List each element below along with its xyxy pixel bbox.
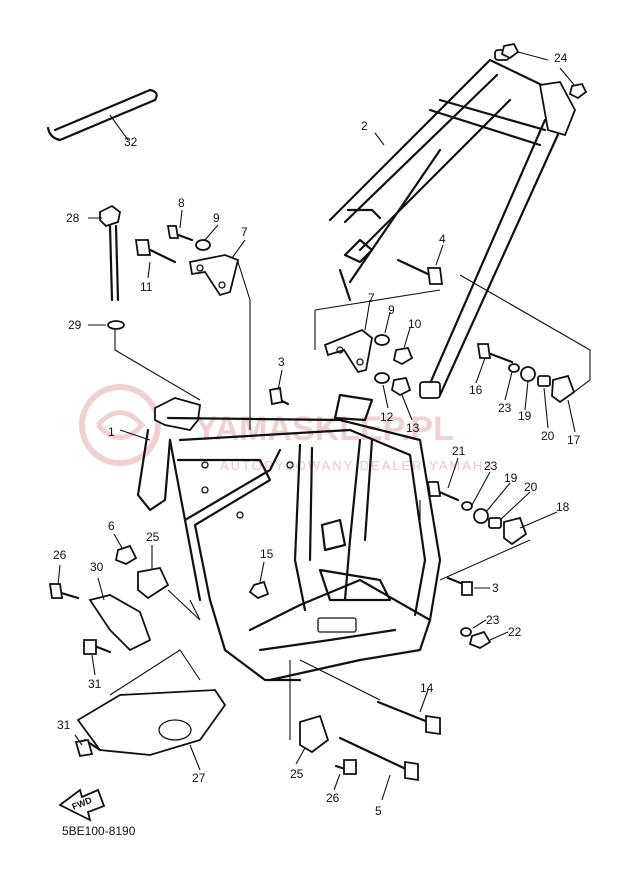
callout-9a: 9 [213,211,220,225]
callout-9b: 9 [388,303,395,317]
callout-labels: 32 2 24 8 9 7 28 4 11 29 7 9 10 3 16 23 … [53,51,581,818]
part-1-main-frame [119,393,442,682]
callout-1: 1 [108,425,115,439]
callout-19a: 19 [518,409,532,423]
callout-25a: 25 [146,530,160,544]
mid-right-mount-group [419,457,558,581]
callout-26a: 26 [53,548,67,562]
callout-2: 2 [361,119,368,133]
callout-7b: 7 [368,291,375,305]
callout-13: 13 [406,421,420,435]
callout-32: 32 [124,135,138,149]
fwd-arrow: FWD [58,788,106,822]
callout-23c: 23 [486,613,500,627]
callout-31b: 31 [57,718,71,732]
part-28-oil-level-gauge [88,204,201,401]
callout-24: 24 [554,51,568,65]
callout-17: 17 [567,433,581,447]
part-3-upper-bolt [268,369,290,406]
callout-5: 5 [375,804,382,818]
callout-20b: 20 [524,480,538,494]
watermark-logo-mark [96,410,146,440]
callout-28: 28 [66,211,80,225]
callout-12: 12 [380,410,394,424]
callout-31a: 31 [88,677,102,691]
right-engine-mount-group [459,274,591,433]
diagram-code: 5BE100-8190 [62,824,136,838]
callout-20a: 20 [541,429,555,443]
right-upper-bracket-group [314,289,441,421]
callout-4: 4 [439,232,446,246]
callout-30: 30 [90,560,104,574]
callout-27: 27 [192,771,206,785]
callout-3b: 3 [492,581,499,595]
callout-29: 29 [68,318,82,332]
callout-6: 6 [108,519,115,533]
callout-25b: 25 [290,767,304,781]
callout-22: 22 [508,625,522,639]
part-32-wrench [46,88,158,142]
callout-16: 16 [469,383,483,397]
callout-21: 21 [452,444,466,458]
callout-23b: 23 [484,459,498,473]
lower-bolts [289,659,441,801]
watermark-logo [79,384,161,466]
part-4-bolt [396,244,444,285]
callout-15: 15 [260,547,274,561]
callout-14: 14 [420,681,434,695]
callout-18: 18 [556,500,570,514]
callout-3a: 3 [278,355,285,369]
callout-7a: 7 [241,225,248,239]
callout-26b: 26 [326,791,340,805]
callout-10: 10 [408,317,422,331]
upper-left-bracket-group [134,209,251,430]
callout-23a: 23 [498,401,512,415]
lower-right-fasteners [446,576,509,650]
part-29-washer [107,320,125,330]
callout-8: 8 [178,196,185,210]
part-27-skid-plate [74,649,227,771]
left-lower-parts [48,533,270,676]
part-24-nuts [500,42,588,100]
callout-19b: 19 [504,471,518,485]
callout-11: 11 [140,280,153,294]
